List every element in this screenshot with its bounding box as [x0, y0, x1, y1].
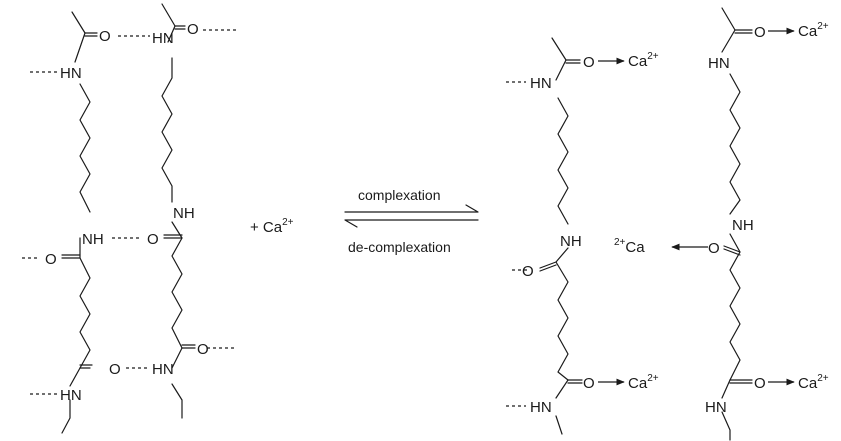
calcium-ion: Ca2+ — [798, 21, 829, 40]
atom-o: O — [708, 240, 720, 257]
coordination-bonds — [598, 27, 795, 386]
reverse-label: de-complexation — [348, 239, 451, 255]
calcium-ion: 2+Ca — [614, 237, 645, 256]
atom-hn: HN — [60, 387, 82, 404]
chain-b-acetyl-top — [161, 3, 186, 27]
atom-hn: HN — [708, 55, 730, 72]
atom-o: O — [583, 54, 595, 71]
chain-d-end-ethyl — [721, 411, 731, 441]
chain-c-hexylene — [557, 97, 569, 225]
chain-d-adipoyl — [729, 233, 741, 381]
atom-nh: NH — [173, 205, 195, 222]
atom-hn: HN — [152, 361, 174, 378]
atom-hn: HN — [152, 30, 174, 47]
atom-o: O — [45, 251, 57, 268]
equilibrium-arrows: complexation de-complexation — [344, 187, 479, 255]
chain-a-hexylene — [79, 83, 91, 213]
plus-calcium-label: + Ca2+ — [250, 217, 294, 236]
calcium-ion: Ca2+ — [628, 373, 659, 392]
atom-o: O — [147, 231, 159, 248]
atom-hn: HN — [705, 399, 727, 416]
calcium-reagent: + Ca2+ — [250, 217, 294, 236]
calcium-ion: Ca2+ — [798, 373, 829, 392]
atom-o: O — [583, 375, 595, 392]
chain-d — [721, 7, 753, 441]
chain-c-end-methyl — [555, 415, 563, 435]
hydrogen-bonds — [22, 29, 236, 395]
atom-o: O — [109, 361, 121, 378]
atom-o: O — [754, 24, 766, 41]
chain-b-end-ethyl — [171, 383, 183, 419]
atom-nh: NH — [82, 231, 104, 248]
atom-o: O — [187, 21, 199, 38]
atom-o: O — [197, 341, 209, 358]
atom-hn: HN — [530, 399, 552, 416]
chain-d-hexylene — [729, 73, 741, 215]
atom-hn: HN — [530, 75, 552, 92]
atom-nh: NH — [560, 233, 582, 250]
right-complexed-structure: O HN O HN NH O NH O O HN O HN Ca2+ Ca2+ … — [506, 7, 829, 441]
chain-a-acetyl-top — [71, 11, 98, 34]
atom-o: O — [99, 28, 111, 45]
chain-c-adipoyl — [555, 247, 569, 381]
atom-o: O — [754, 375, 766, 392]
chain-a — [61, 11, 98, 434]
chain-c — [539, 37, 583, 435]
forward-half-arrow — [344, 204, 479, 213]
chain-b-hexylene — [161, 57, 173, 203]
left-h-bonded-structure: O HN HN O NH O NH O O HN O HN — [22, 3, 236, 434]
atom-hn: HN — [60, 65, 82, 82]
forward-label: complexation — [358, 187, 441, 203]
reverse-half-arrow — [344, 219, 479, 228]
atom-nh: NH — [732, 217, 754, 234]
atom-o: O — [522, 263, 534, 280]
chain-b-adipoyl — [171, 221, 183, 349]
calcium-ion: Ca2+ — [628, 51, 659, 70]
chain-a-co-to-n — [74, 32, 86, 63]
chain-b — [161, 3, 196, 419]
chain-a-adipoyl — [79, 237, 91, 369]
